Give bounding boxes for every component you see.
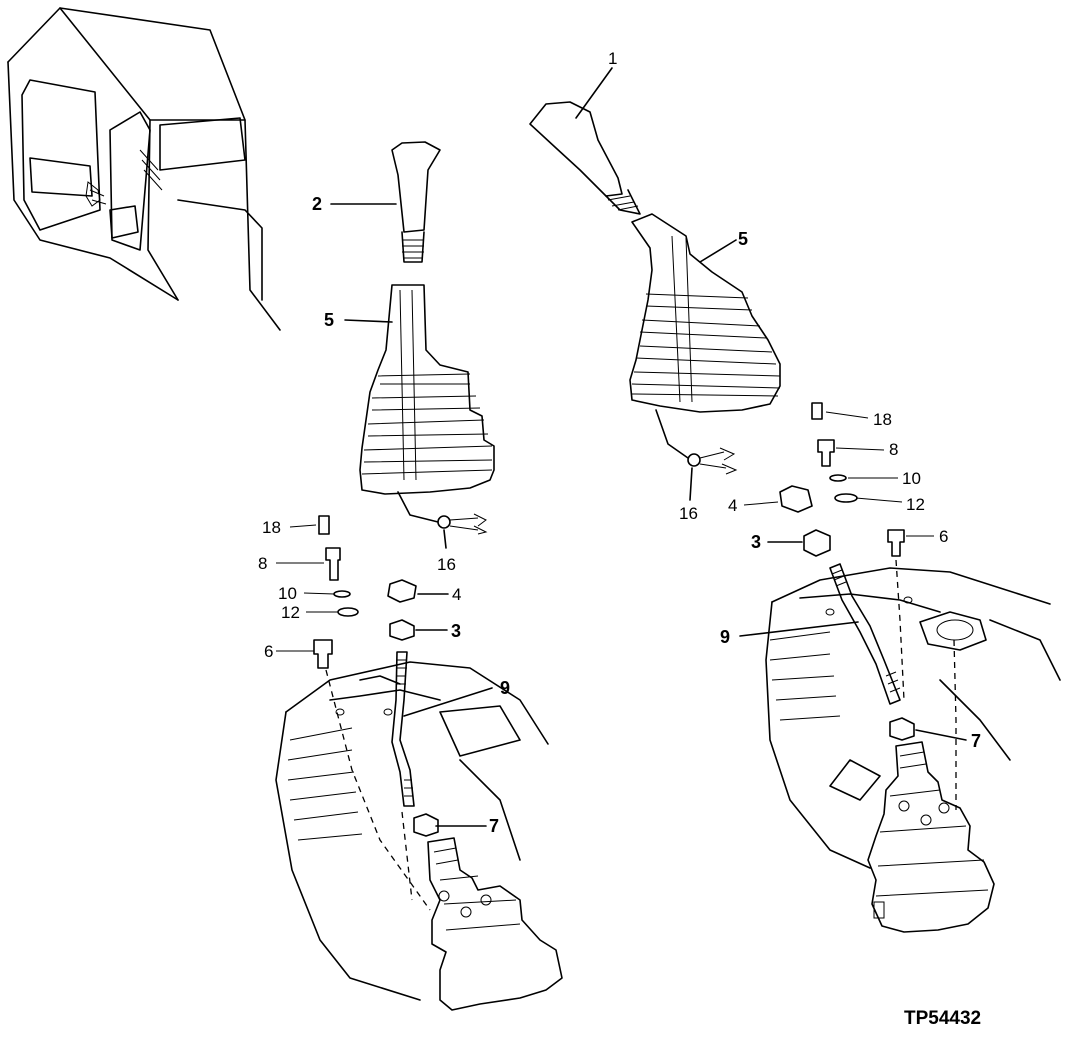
callout-left-2: 2: [312, 194, 322, 214]
right-control-lever-assembly: [529, 101, 1061, 933]
bolt-6-right: [887, 529, 905, 557]
nut-3-right: [803, 529, 831, 557]
washer-10-left: [333, 590, 351, 598]
callout-left-16: 16: [437, 555, 456, 574]
handle-grip-left: [391, 141, 441, 233]
callout-labels: 2 5 16 18 8 10 12 6 4 3 9 7 1 5 16 18 8 …: [258, 49, 981, 836]
bolt-8-right: [817, 439, 835, 467]
washer-10-right: [829, 474, 847, 482]
callout-left-12: 12: [281, 603, 300, 622]
callout-left-7: 7: [489, 816, 499, 836]
rod-left: [391, 651, 415, 807]
console-housing-left: [285, 661, 549, 745]
figure-code: TP54432: [904, 1008, 981, 1029]
clamp-left: [387, 579, 417, 603]
callout-right-9: 9: [720, 627, 730, 647]
washer-12-right: [834, 493, 858, 503]
callout-left-18: 18: [262, 518, 281, 537]
bolt-6-left: [313, 639, 333, 669]
callout-right-1: 1: [608, 49, 617, 68]
callout-right-7: 7: [971, 731, 981, 751]
pin-left: [318, 515, 330, 535]
rod-right: [829, 563, 901, 705]
left-control-lever-assembly: [275, 141, 563, 1011]
nut-3-left: [389, 619, 415, 641]
pilot-valve-right: [867, 741, 995, 933]
callout-left-4: 4: [452, 585, 461, 604]
clamp-right: [779, 485, 813, 513]
callout-right-12: 12: [906, 495, 925, 514]
console-housing-right: [771, 567, 1051, 605]
callout-right-10: 10: [902, 469, 921, 488]
cab-locator-view: [7, 7, 281, 331]
washer-12-left: [337, 607, 359, 617]
nut-7-left: [413, 813, 439, 837]
callout-left-9: 9: [500, 678, 510, 698]
connector-right: [687, 453, 701, 467]
pin-right: [811, 402, 823, 420]
boot-left: [359, 284, 495, 495]
pilot-valve-left: [427, 837, 563, 1011]
handle-grip-right: [529, 101, 623, 197]
callout-right-5: 5: [738, 229, 748, 249]
callout-right-8: 8: [889, 440, 898, 459]
nut-7-right: [889, 717, 915, 741]
callout-left-10: 10: [278, 584, 297, 603]
callout-right-16: 16: [679, 504, 698, 523]
callout-left-5: 5: [324, 310, 334, 330]
connector-left: [437, 515, 451, 529]
callout-right-6: 6: [939, 527, 948, 546]
callout-left-6: 6: [264, 642, 273, 661]
callout-left-8: 8: [258, 554, 267, 573]
callout-right-18: 18: [873, 410, 892, 429]
boot-right: [629, 213, 781, 413]
callout-right-3: 3: [751, 532, 761, 552]
bolt-8-left: [325, 547, 341, 581]
callout-left-3: 3: [451, 621, 461, 641]
callout-right-4: 4: [728, 496, 737, 515]
leader-lines: [276, 67, 967, 827]
